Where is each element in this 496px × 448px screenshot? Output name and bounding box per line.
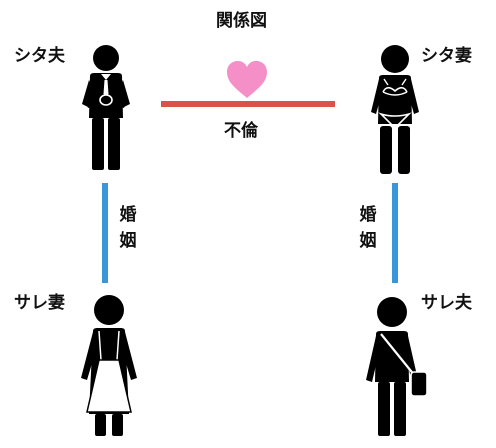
label-cheating-wife: シタ妻 [421, 46, 472, 66]
marriage-label-left-char-1: 婚 [119, 205, 137, 225]
marriage-line-left [102, 183, 108, 283]
man-in-suit-icon [79, 44, 133, 176]
label-wronged-wife: サレ妻 [14, 293, 65, 313]
affair-line [161, 101, 335, 107]
woman-in-apron-icon [75, 294, 143, 442]
man-with-shoulder-bag-icon [359, 296, 433, 442]
label-wronged-husband: サレ夫 [421, 293, 472, 313]
marriage-label-right-char-2: 姻 [359, 231, 377, 251]
woman-in-lingerie-icon [365, 44, 425, 180]
affair-label: 不倫 [224, 121, 258, 141]
diagram-title: 関係図 [216, 11, 267, 31]
heart-icon [225, 60, 269, 104]
marriage-label-right-char-1: 婚 [359, 205, 377, 225]
marriage-label-left-char-2: 姻 [119, 231, 137, 251]
marriage-line-right [392, 183, 398, 283]
marriage-label-left: 婚 姻 [118, 202, 138, 254]
label-cheating-husband: シタ夫 [14, 46, 65, 66]
marriage-label-right: 婚 姻 [358, 202, 378, 254]
